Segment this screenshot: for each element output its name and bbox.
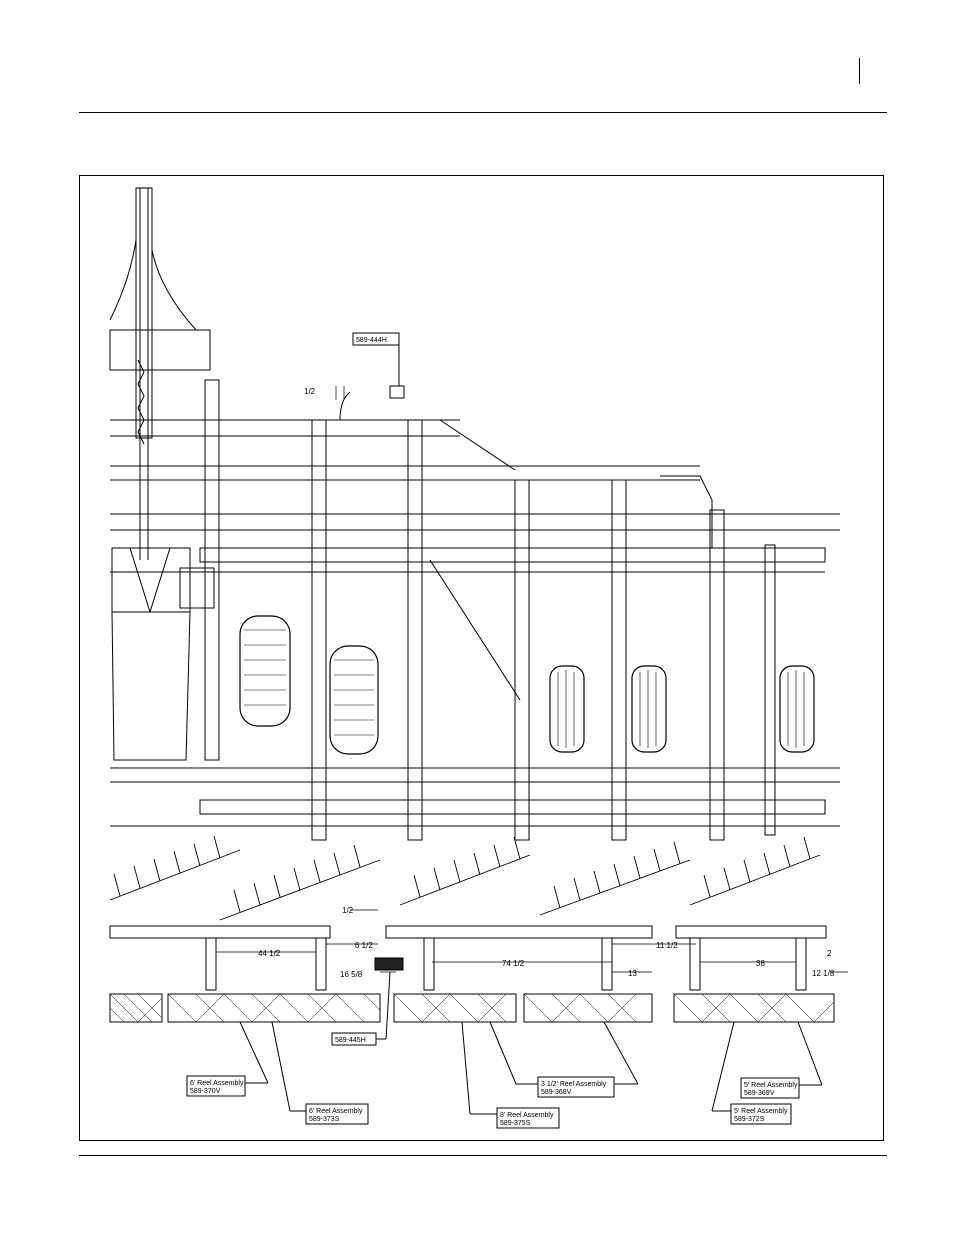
dim-d6: 74 1/2 bbox=[502, 959, 525, 968]
seed-tank bbox=[112, 548, 214, 760]
callout-c3-part: 589-368V bbox=[541, 1089, 572, 1096]
callout-c1-part: 589-370V bbox=[190, 1088, 221, 1095]
part-589-445h: 589-445H bbox=[335, 1037, 366, 1044]
reel-mount-bars bbox=[110, 926, 826, 990]
callout-c6-part: 589-372S bbox=[734, 1116, 765, 1123]
callout-c4-part: 589-375S bbox=[500, 1120, 531, 1127]
dim-d11: 12 1/8 bbox=[812, 969, 835, 978]
callout-c1-name: 6' Reel Assembly bbox=[190, 1080, 244, 1087]
dim-d9: 38 bbox=[756, 959, 765, 968]
callout-c2-part: 589-373S bbox=[309, 1116, 340, 1123]
dim-d2: 1/2 bbox=[342, 906, 354, 915]
callout-c4-name: 8' Reel Assembly bbox=[500, 1112, 554, 1119]
lower-frame bbox=[110, 768, 840, 826]
hitch-tongue bbox=[110, 188, 210, 560]
reel-crosshatch bbox=[110, 994, 834, 1022]
tire-treads bbox=[244, 630, 804, 748]
dim-d8: 13 bbox=[628, 969, 637, 978]
dim-d7: 11 1/2 bbox=[656, 941, 678, 950]
dim-d4: 44 1/2 bbox=[258, 949, 281, 958]
callout-c6-name: 5' Reel Assembly bbox=[734, 1108, 788, 1115]
callout-c3-name: 3 1/2' Reel Assembly bbox=[541, 1081, 607, 1088]
callout-c2-name: 6' Reel Assembly bbox=[309, 1108, 363, 1115]
dimension-lines bbox=[216, 386, 848, 972]
callout-c5-name: 5' Reel Assembly bbox=[744, 1082, 798, 1089]
dim-d3: 6 1/2 bbox=[355, 941, 373, 950]
dim-d5: 16 5/8 bbox=[340, 970, 363, 979]
tine-harrows bbox=[110, 836, 820, 920]
callout-c5-part: 589-369V bbox=[744, 1090, 775, 1097]
rolling-reels bbox=[110, 994, 834, 1022]
dim-d10: 2 bbox=[827, 949, 832, 958]
part-589-444h: 589-444H bbox=[356, 337, 387, 344]
dim-d1: 1/2 bbox=[304, 387, 316, 396]
vertical-posts bbox=[205, 380, 775, 840]
